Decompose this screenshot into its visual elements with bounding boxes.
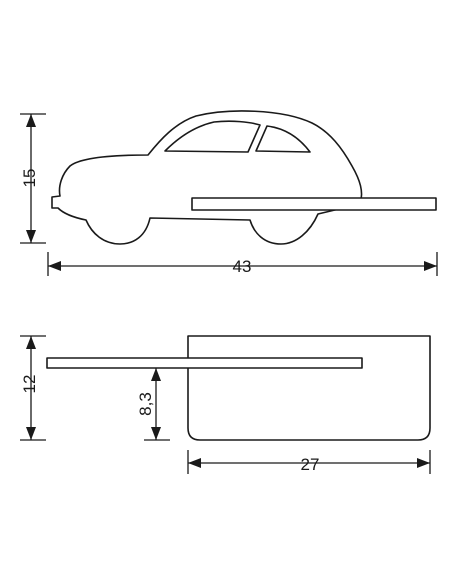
car-window-rear <box>255 125 311 153</box>
shelf-height-label: 8,3 <box>136 392 155 416</box>
depth-dim-arrow-left <box>188 458 201 468</box>
depth-height-dim-arrow-top <box>26 336 36 349</box>
height-dim-arrow-bottom <box>26 230 36 243</box>
depth-height-dim-arrow-bottom <box>26 427 36 440</box>
lamp-body-side <box>187 335 431 441</box>
depth-height-label: 12 <box>20 375 39 394</box>
shelf-height-dim-arrow-top <box>151 368 161 381</box>
height-label: 15 <box>20 169 39 188</box>
car-window-front <box>164 120 261 153</box>
width-dim-arrow-left <box>48 261 61 271</box>
shelf-side <box>46 357 363 369</box>
width-dim-arrow-right <box>424 261 437 271</box>
front-view: 15 43 <box>20 110 438 276</box>
side-view: 12 8,3 27 <box>20 335 431 474</box>
shelf-height-dim-arrow-bottom <box>151 427 161 440</box>
depth-label: 27 <box>301 455 320 474</box>
height-dim-arrow-top <box>26 114 36 127</box>
depth-dim-arrow-right <box>417 458 430 468</box>
width-label: 43 <box>233 257 252 276</box>
shelf-front <box>191 197 437 211</box>
